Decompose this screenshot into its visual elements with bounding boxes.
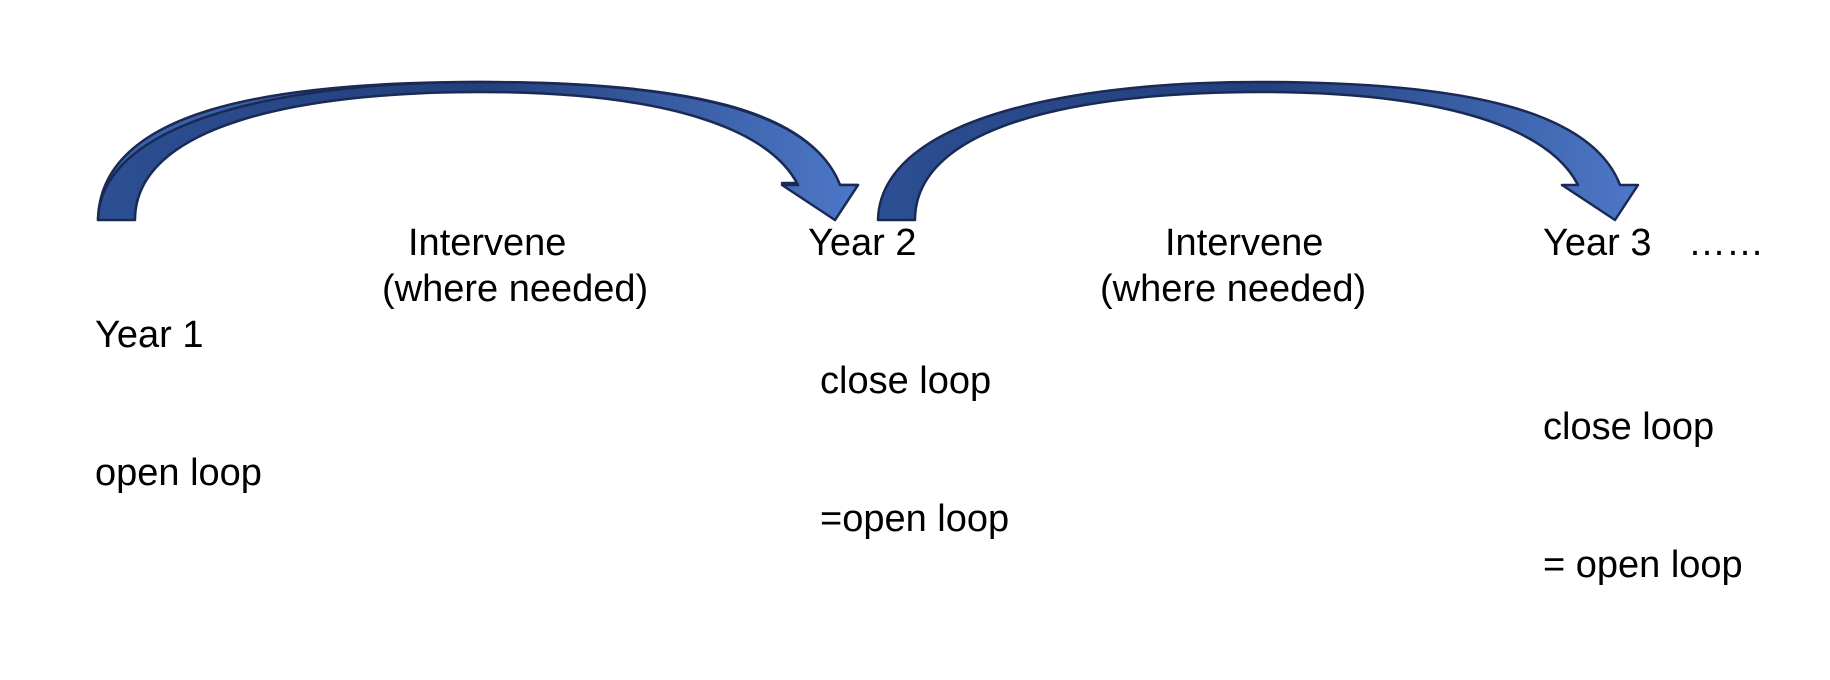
intervene-2-detail: (where needed)	[1100, 268, 1367, 310]
stage-year-1: Year 1 open loop	[95, 220, 262, 588]
year-3-continuation: ……	[1688, 222, 1764, 264]
intervene-1-detail: (where needed)	[382, 268, 649, 310]
year-2-line-1: close loop	[820, 360, 992, 402]
year-2-label: Year 2	[808, 222, 917, 264]
curved-arrow-year1-body	[96, 80, 860, 222]
year-3-line-1: close loop	[1543, 406, 1715, 448]
year-3-line-2: = open loop	[1543, 544, 1743, 586]
year-1-line-1: open loop	[95, 452, 262, 494]
loop-diagram: Year 1 open loop Intervene (where needed…	[95, 80, 1764, 586]
stage-year-2-details: close loop =open loop	[820, 266, 1009, 634]
year-3-label: Year 3	[1543, 222, 1652, 264]
intervene-2-title: Intervene	[1165, 222, 1324, 264]
curved-arrow-year1-to-year2	[96, 80, 860, 222]
intervene-1-title: Intervene	[408, 222, 567, 264]
stage-year-3-details: close loop = open loop	[1543, 312, 1743, 680]
year-2-line-2: =open loop	[820, 498, 1010, 540]
arrows-layer	[96, 80, 1640, 222]
curved-arrow-year2-to-year3	[876, 80, 1640, 222]
year-1-label: Year 1	[95, 314, 204, 356]
